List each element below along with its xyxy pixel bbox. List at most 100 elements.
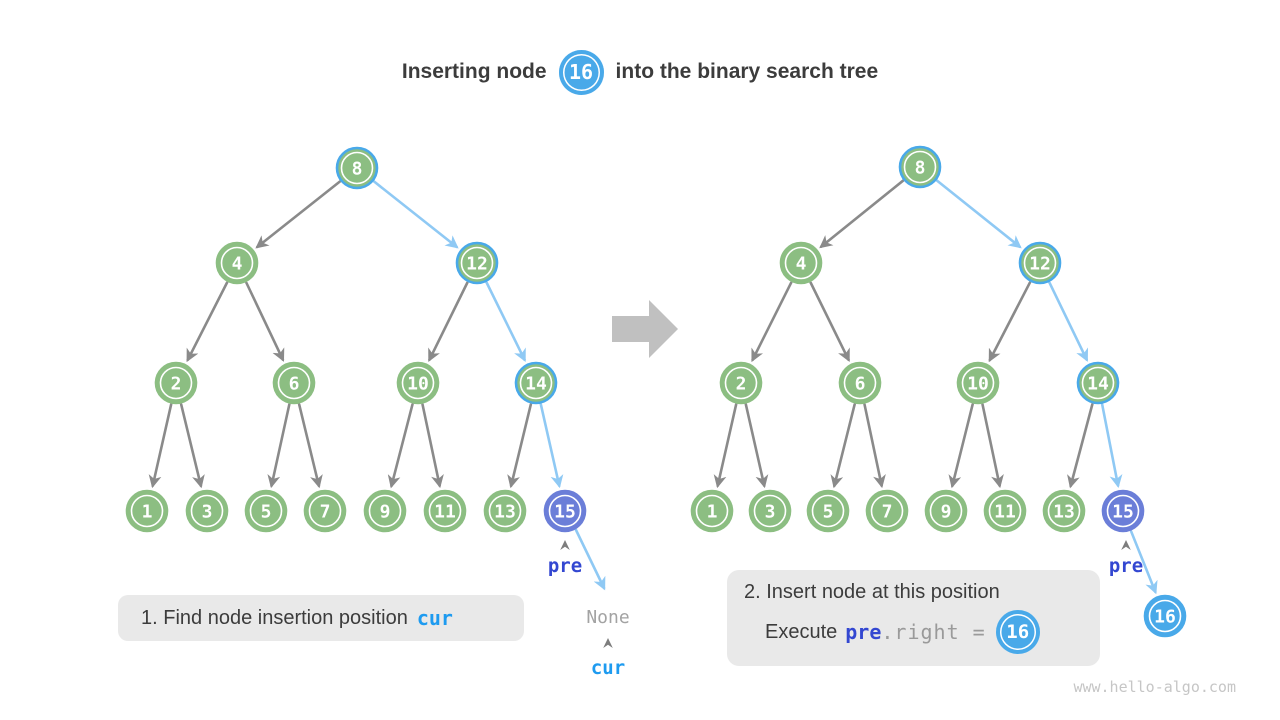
node-circle	[272, 361, 316, 405]
edge-6-7	[297, 403, 323, 489]
node-value: 10	[967, 374, 989, 395]
tree-node-12: 12	[455, 241, 499, 285]
watermark: www.hello-algo.com	[1073, 678, 1236, 696]
node-circle	[748, 489, 792, 533]
node-value: 14	[525, 374, 547, 395]
node-inner-ring	[1081, 366, 1115, 400]
node-circle	[423, 489, 467, 533]
node-value: 2	[736, 374, 747, 395]
node-inner-ring	[929, 494, 963, 528]
node-inner-ring	[753, 494, 787, 528]
edge-8-4	[255, 180, 342, 249]
node-inner-ring	[548, 494, 582, 528]
node-value: 5	[261, 502, 272, 523]
node-inner-ring	[724, 366, 758, 400]
node-value: 11	[994, 502, 1016, 523]
node-value: 16	[1154, 607, 1176, 628]
node-circle	[363, 489, 407, 533]
node-inner-ring	[519, 366, 553, 400]
edge-6-7	[863, 403, 886, 489]
edge-8-12	[935, 179, 1022, 249]
edge-12-10	[428, 281, 469, 363]
title-text-after: into the binary search tree	[615, 60, 879, 83]
edge-10-11	[421, 403, 444, 489]
tree-node-1: 1	[125, 489, 169, 533]
edge-2-1	[713, 403, 738, 489]
node-circle	[1042, 489, 1086, 533]
node-value: 7	[882, 502, 893, 523]
tree-node-7: 7	[303, 489, 347, 533]
edge-8-4	[819, 179, 905, 249]
node-circle	[924, 489, 968, 533]
edge-2-3	[179, 403, 205, 489]
node-value: 4	[232, 254, 243, 275]
tree-node-5: 5	[244, 489, 288, 533]
node-inner-ring	[340, 151, 374, 185]
title-text-before: Inserting node	[401, 60, 547, 83]
pointer-caret-icon	[1121, 540, 1131, 550]
tree-node-8: 8	[335, 146, 379, 190]
annotation-label-pre: pre	[1109, 555, 1143, 577]
tree-node-14: 14	[514, 361, 558, 405]
edge-2-1	[148, 403, 173, 489]
node-value: 11	[434, 502, 456, 523]
caption-step2-right-code: .right =	[881, 620, 986, 644]
tree-node-6: 6	[838, 361, 882, 405]
node-inner-ring	[130, 494, 164, 528]
node-value: 4	[796, 254, 807, 275]
pointer-caret-icon	[560, 540, 570, 550]
node-circle	[983, 489, 1027, 533]
node-inner-ring	[870, 494, 904, 528]
node-inner-ring	[277, 366, 311, 400]
node-inner-ring	[401, 366, 435, 400]
tree-node-14: 14	[1076, 361, 1120, 405]
node-circle	[185, 489, 229, 533]
annotation-label-pre: pre	[548, 555, 582, 577]
caption-step2-node-16: 16	[995, 610, 1040, 654]
figure-title: Inserting node 16 into the binary search…	[0, 48, 1280, 96]
node-inner-ring	[695, 494, 729, 528]
node-circle	[125, 489, 169, 533]
node-circle	[1018, 241, 1062, 285]
annotation-label-cur: cur	[591, 657, 625, 679]
insertion-point-arrow	[574, 528, 606, 591]
node-value: 13	[1053, 502, 1075, 523]
node-value: 8	[915, 158, 926, 179]
edge-4-2	[186, 281, 229, 363]
tree-node-2: 2	[154, 361, 198, 405]
node-inner-ring	[843, 366, 877, 400]
node-value: 14	[1087, 374, 1109, 395]
node-circle	[244, 489, 288, 533]
caption-step1-cur-code: cur	[416, 606, 453, 630]
node-value: 1	[142, 502, 153, 523]
title-node-badge: 16	[558, 49, 604, 95]
node-inner-ring	[811, 494, 845, 528]
node-value: 13	[494, 502, 516, 523]
node-inner-ring	[784, 246, 818, 280]
node-value: 10	[407, 374, 429, 395]
caption-step2-pre-code: pre	[845, 620, 882, 644]
node-circle	[1143, 594, 1187, 638]
edge-2-3	[744, 403, 769, 489]
node-inner-ring	[190, 494, 224, 528]
tree-node-11: 11	[423, 489, 467, 533]
edge-4-6	[809, 281, 850, 363]
edge-14-13	[1067, 402, 1094, 489]
node-value: 3	[765, 502, 776, 523]
node-circle	[455, 241, 499, 285]
tree-node-2: 2	[719, 361, 763, 405]
node-inner-ring	[1023, 246, 1057, 280]
node-value: 3	[202, 502, 213, 523]
node-circle	[779, 241, 823, 285]
edge-10-9	[948, 403, 974, 489]
edge-12-14	[1048, 281, 1089, 362]
tree-node-10: 10	[396, 361, 440, 405]
node-circle	[514, 361, 558, 405]
node-value: 6	[855, 374, 866, 395]
node-circle	[335, 146, 379, 190]
node-value: 12	[1029, 254, 1051, 275]
tree-node-12: 12	[1018, 241, 1062, 285]
caption-step2-line2: Execute pre .right = 16	[744, 609, 1100, 655]
